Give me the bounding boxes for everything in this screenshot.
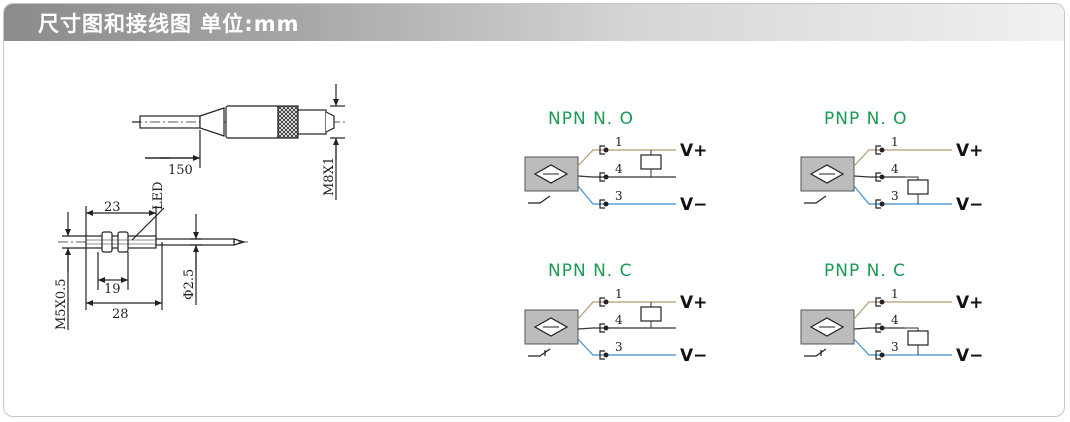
v-plus-label: V+ [680,293,707,313]
v-minus-label: V− [956,195,983,215]
led-label: LED [151,181,166,210]
wire-label-1: 1 [615,287,623,301]
v-plus-label: V+ [956,293,983,313]
wire-label-4: 4 [891,162,899,176]
v-plus-label: V+ [956,141,983,161]
wiring-title: PNP N. O [824,109,908,129]
wire-label-3: 3 [615,189,623,203]
wiring-npn-nc: NPN N. C 1 4 3 V+ V− [524,261,707,366]
dim-length-28: 28 [112,307,129,322]
v-minus-label: V− [956,346,983,366]
wire-label-4: 4 [891,313,899,327]
wire-label-1: 1 [891,135,899,149]
wire-label-3: 3 [615,340,623,354]
dim-sensor-thread: M5X0.5 [54,278,69,330]
dim-connector-thread: M8X1 [322,157,337,196]
wire-label-4: 4 [615,162,623,176]
wiring-title: NPN N. C [548,261,632,281]
connector-drawing [132,84,345,200]
wire-label-3: 3 [891,340,899,354]
sensor-drawing [58,206,250,330]
wiring-npn-no: NPN N. O 1 4 3 V+ V− [524,109,707,215]
dim-diameter: Φ2.5 [182,269,197,300]
diagram-panel: 尺寸图和接线图 单位:mm [3,3,1065,417]
wire-label-1: 1 [891,287,899,301]
dim-length-23: 23 [104,200,121,215]
wiring-title: PNP N. C [824,261,906,281]
wiring-title: NPN N. O [548,109,634,129]
wire-label-1: 1 [615,135,623,149]
wire-label-4: 4 [615,313,623,327]
dim-cable-length: 150 [168,163,193,178]
dim-length-19: 19 [104,282,121,297]
v-minus-label: V− [680,195,707,215]
wiring-pnp-nc: PNP N. C 1 4 3 V+ V− [800,261,983,366]
v-minus-label: V− [680,346,707,366]
section-title: 尺寸图和接线图 单位:mm [38,12,300,36]
wiring-pnp-no: PNP N. O 1 4 3 V+ V− [800,109,983,215]
wire-label-3: 3 [891,189,899,203]
v-plus-label: V+ [680,141,707,161]
section-header: 尺寸图和接线图 单位:mm [4,4,1064,41]
